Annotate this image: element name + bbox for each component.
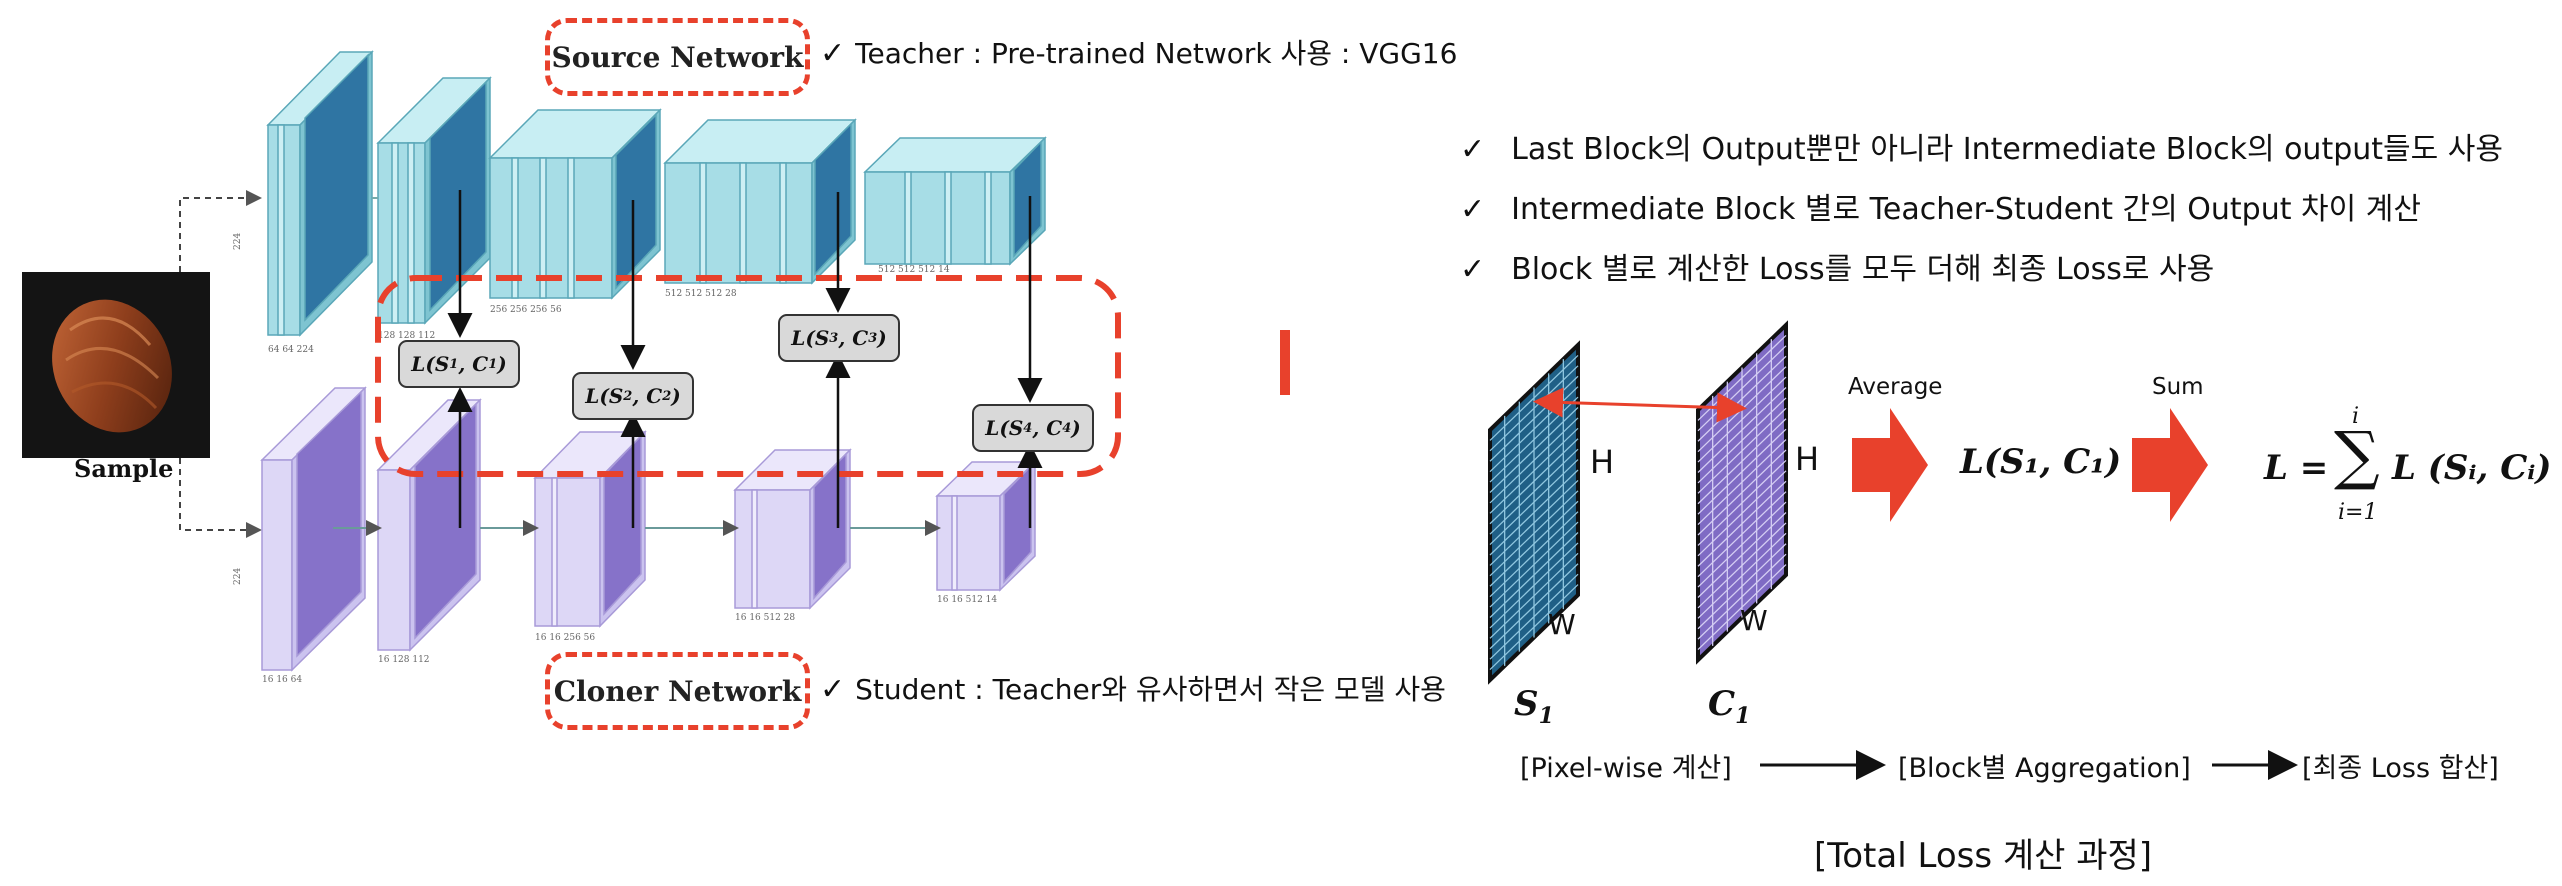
student-note: ✓ Student : Teacher와 유사하면서 작은 모델 사용 [820, 668, 1446, 708]
svg-text:16 16 64: 16 16 64 [262, 675, 302, 685]
teacher-dim-labels: 224 64 64 224 128 128 112 256 256 256 56… [233, 233, 950, 355]
sum-label: Sum [2152, 374, 2204, 400]
average-red-arrow [1852, 408, 1928, 522]
svg-text:64 64 224: 64 64 224 [268, 345, 314, 355]
network-diagram: 224 64 64 224 128 128 112 256 256 256 56… [22, 50, 1290, 685]
s1-height-label: H [1590, 443, 1615, 481]
student-note-text: Student : Teacher와 유사하면서 작은 모델 사용 [855, 673, 1446, 706]
svg-text:256 256 256 56: 256 256 256 56 [490, 305, 562, 315]
step-final-sum: [최종 Loss 합산] [2302, 753, 2499, 784]
check-mark-icon: ✓ [1460, 252, 1486, 287]
svg-text:16 16 512 14: 16 16 512 14 [937, 595, 997, 605]
bullet-1: ✓Last Block의 Output뿐만 아니라 Intermediate B… [1460, 132, 2503, 167]
bullet-2: ✓Intermediate Block 별로 Teacher-Student 간… [1460, 192, 2421, 227]
s1-width-label: W [1548, 608, 1576, 641]
sigma-top: i [2352, 404, 2360, 429]
sample-connectors [179, 190, 262, 538]
step-block-aggregation: [Block별 Aggregation] [1898, 753, 2191, 784]
teacher-note-text: Teacher : Pre-trained Network 사용 : VGG16 [855, 37, 1458, 70]
check-mark-icon: ✓ [820, 672, 846, 707]
source-network-label: Source Network [545, 18, 810, 96]
bullet-3: ✓Block 별로 계산한 Loss를 모두 더해 최종 Loss로 사용 [1460, 252, 2215, 287]
intermediate-loss-region [375, 275, 1121, 477]
svg-text:16 16 512 28: 16 16 512 28 [735, 613, 795, 623]
check-mark-icon: ✓ [1460, 132, 1486, 167]
svg-text:512 512 512 28: 512 512 512 28 [665, 289, 737, 299]
student-dim-labels: 224 16 16 64 16 128 112 16 16 256 56 16 … [233, 568, 997, 685]
total-loss-rhs: L (Sᵢ, Cᵢ) [2392, 448, 2552, 488]
c1-feature-grid [1696, 320, 1788, 665]
check-mark-icon: ✓ [1460, 192, 1486, 227]
c1-label: C1 [1708, 684, 1751, 729]
sum-red-arrow [2132, 408, 2208, 522]
sigma-bottom: i=1 [2338, 500, 2378, 525]
block-loss-formula: L(S₁, C₁) [1960, 442, 2122, 482]
svg-text:16 16 256 56: 16 16 256 56 [535, 633, 595, 643]
svg-text:128 128 112: 128 128 112 [378, 331, 435, 341]
teacher-note: ✓ Teacher : Pre-trained Network 사용 : VGG1… [820, 32, 1457, 72]
s1-label: S1 [1514, 684, 1554, 729]
student-to-loss-arrows [447, 353, 1043, 528]
check-mark-icon: ✓ [820, 36, 846, 71]
c1-width-label: W [1740, 604, 1768, 637]
sample-image [22, 272, 210, 458]
center-red-arrow [1280, 330, 1290, 395]
svg-text:16 128 112: 16 128 112 [378, 655, 430, 665]
total-loss-lhs: L = [2264, 448, 2329, 488]
cloner-network-label: Cloner Network [545, 652, 810, 730]
process-caption: [Total Loss 계산 과정] [1814, 836, 2153, 876]
teacher-to-loss-arrows [447, 190, 1043, 403]
step-pixel-wise: [Pixel-wise 계산] [1520, 753, 1732, 784]
c1-height-label: H [1795, 440, 1820, 478]
loss-process-diagram [1488, 320, 2298, 780]
teacher-blocks [266, 50, 1047, 337]
svg-text:224: 224 [233, 568, 243, 585]
sample-label: Sample [74, 454, 174, 483]
average-label: Average [1848, 374, 1943, 400]
svg-text:224: 224 [233, 233, 243, 250]
pixel-compare-arrow [1533, 387, 1747, 423]
sigma-symbol: ∑ [2334, 419, 2380, 493]
svg-text:512 512 512 14: 512 512 512 14 [878, 265, 950, 275]
